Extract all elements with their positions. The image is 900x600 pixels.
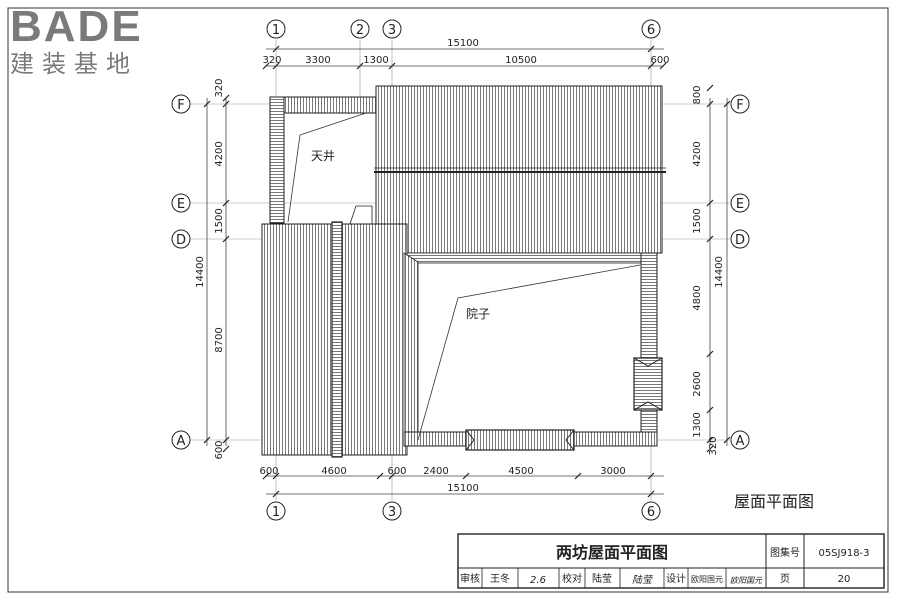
sheet-border <box>7 7 889 593</box>
title-block-page-no: 20 <box>838 574 851 585</box>
title-block <box>457 533 885 589</box>
dim-bottom-seg-1: 600 <box>259 466 278 477</box>
title-block-checker: 陆莹 <box>592 572 612 585</box>
small-courtyard-walls <box>269 96 377 225</box>
right-axis-bubbles <box>730 94 750 450</box>
leader-lines <box>287 112 641 441</box>
dim-right-total: 14400 <box>714 256 725 288</box>
logo-subtitle: 建装基地 <box>10 50 138 78</box>
dim-bottom-seg-4: 2400 <box>423 466 448 477</box>
drawing-caption: 屋面平面图 <box>734 492 815 511</box>
axis-top-3: 3 <box>388 23 396 38</box>
dim-right-seg-6: 1300 <box>692 412 703 437</box>
dim-left-seg-2: 4200 <box>214 141 225 166</box>
dim-left-total: 14400 <box>195 256 206 288</box>
dim-bottom-seg-6: 3000 <box>600 466 625 477</box>
dim-left-seg-5: 600 <box>214 440 225 459</box>
dim-left-seg-3: 1500 <box>214 208 225 233</box>
dim-bottom-seg-5: 4500 <box>508 466 533 477</box>
dim-top-seg-1: 320 <box>262 55 281 66</box>
top-axis-bubbles <box>266 19 661 39</box>
axis-top-6: 6 <box>647 23 655 38</box>
axis-right-A: A <box>736 434 745 449</box>
title-block-reviewer: 王冬 <box>490 572 510 585</box>
axis-right-F: F <box>736 98 743 113</box>
dim-left-seg-4: 8700 <box>214 327 225 352</box>
axis-bottom-3: 3 <box>388 505 396 520</box>
bottom-axis-bubbles <box>266 501 661 521</box>
dim-right-seg-1: 800 <box>692 85 703 104</box>
roof-north-wing <box>374 85 666 264</box>
left-axis-bubbles <box>171 94 191 450</box>
title-block-designer: 欧阳国元 <box>691 574 723 584</box>
dim-top-seg-4: 10500 <box>505 55 537 66</box>
dimension-lines <box>206 48 728 495</box>
title-block-atlas-label: 图集号 <box>770 546 800 559</box>
bade-logo: BADE 建装基地 <box>10 5 180 85</box>
dimension-ticks <box>203 45 731 498</box>
axis-left-D: D <box>176 233 186 248</box>
label-small-courtyard: 天井 <box>311 149 335 163</box>
title-block-reviewer-signature: 2.6 <box>530 575 546 586</box>
dim-right-seg-7: 320 <box>708 436 719 455</box>
dim-right-seg-4: 4800 <box>692 285 703 310</box>
title-block-design-label: 设计 <box>666 572 686 585</box>
title-block-title: 两坊屋面平面图 <box>556 543 668 562</box>
roof-west-wing <box>261 221 419 458</box>
axis-bottom-6: 6 <box>647 505 655 520</box>
dim-right-seg-3: 1500 <box>692 208 703 233</box>
title-block-review-label: 审核 <box>460 572 480 585</box>
axis-top-2: 2 <box>356 23 364 38</box>
dim-right-seg-5: 2600 <box>692 371 703 396</box>
title-block-atlas-no: 05SJ918-3 <box>818 548 869 559</box>
axis-left-A: A <box>177 434 186 449</box>
logo-brand: BADE <box>10 2 143 51</box>
dim-right-seg-2: 4200 <box>692 141 703 166</box>
dim-top-seg-3: 1300 <box>363 55 388 66</box>
dim-bottom-total: 15100 <box>447 483 479 494</box>
label-large-courtyard: 院子 <box>466 307 490 321</box>
axis-bottom-1: 1 <box>272 505 280 520</box>
title-block-check-label: 校对 <box>562 572 582 585</box>
courtyard-walls <box>403 252 663 451</box>
axis-left-E: E <box>177 197 185 212</box>
title-block-page-label: 页 <box>780 573 790 585</box>
axis-top-1: 1 <box>272 23 280 38</box>
dim-top-total: 15100 <box>447 38 479 49</box>
dim-top-seg-5: 600 <box>650 55 669 66</box>
title-block-designer-signature: 欧阳国元 <box>730 576 763 585</box>
axis-left-F: F <box>177 98 184 113</box>
dim-bottom-seg-2: 4600 <box>321 466 346 477</box>
dim-left-seg-1: 320 <box>214 78 225 97</box>
dim-bottom-seg-3: 600 <box>387 466 406 477</box>
axis-right-D: D <box>735 233 745 248</box>
axis-right-E: E <box>736 197 744 212</box>
title-block-checker-signature: 陆莹 <box>632 574 654 586</box>
dim-top-seg-2: 3300 <box>305 55 330 66</box>
